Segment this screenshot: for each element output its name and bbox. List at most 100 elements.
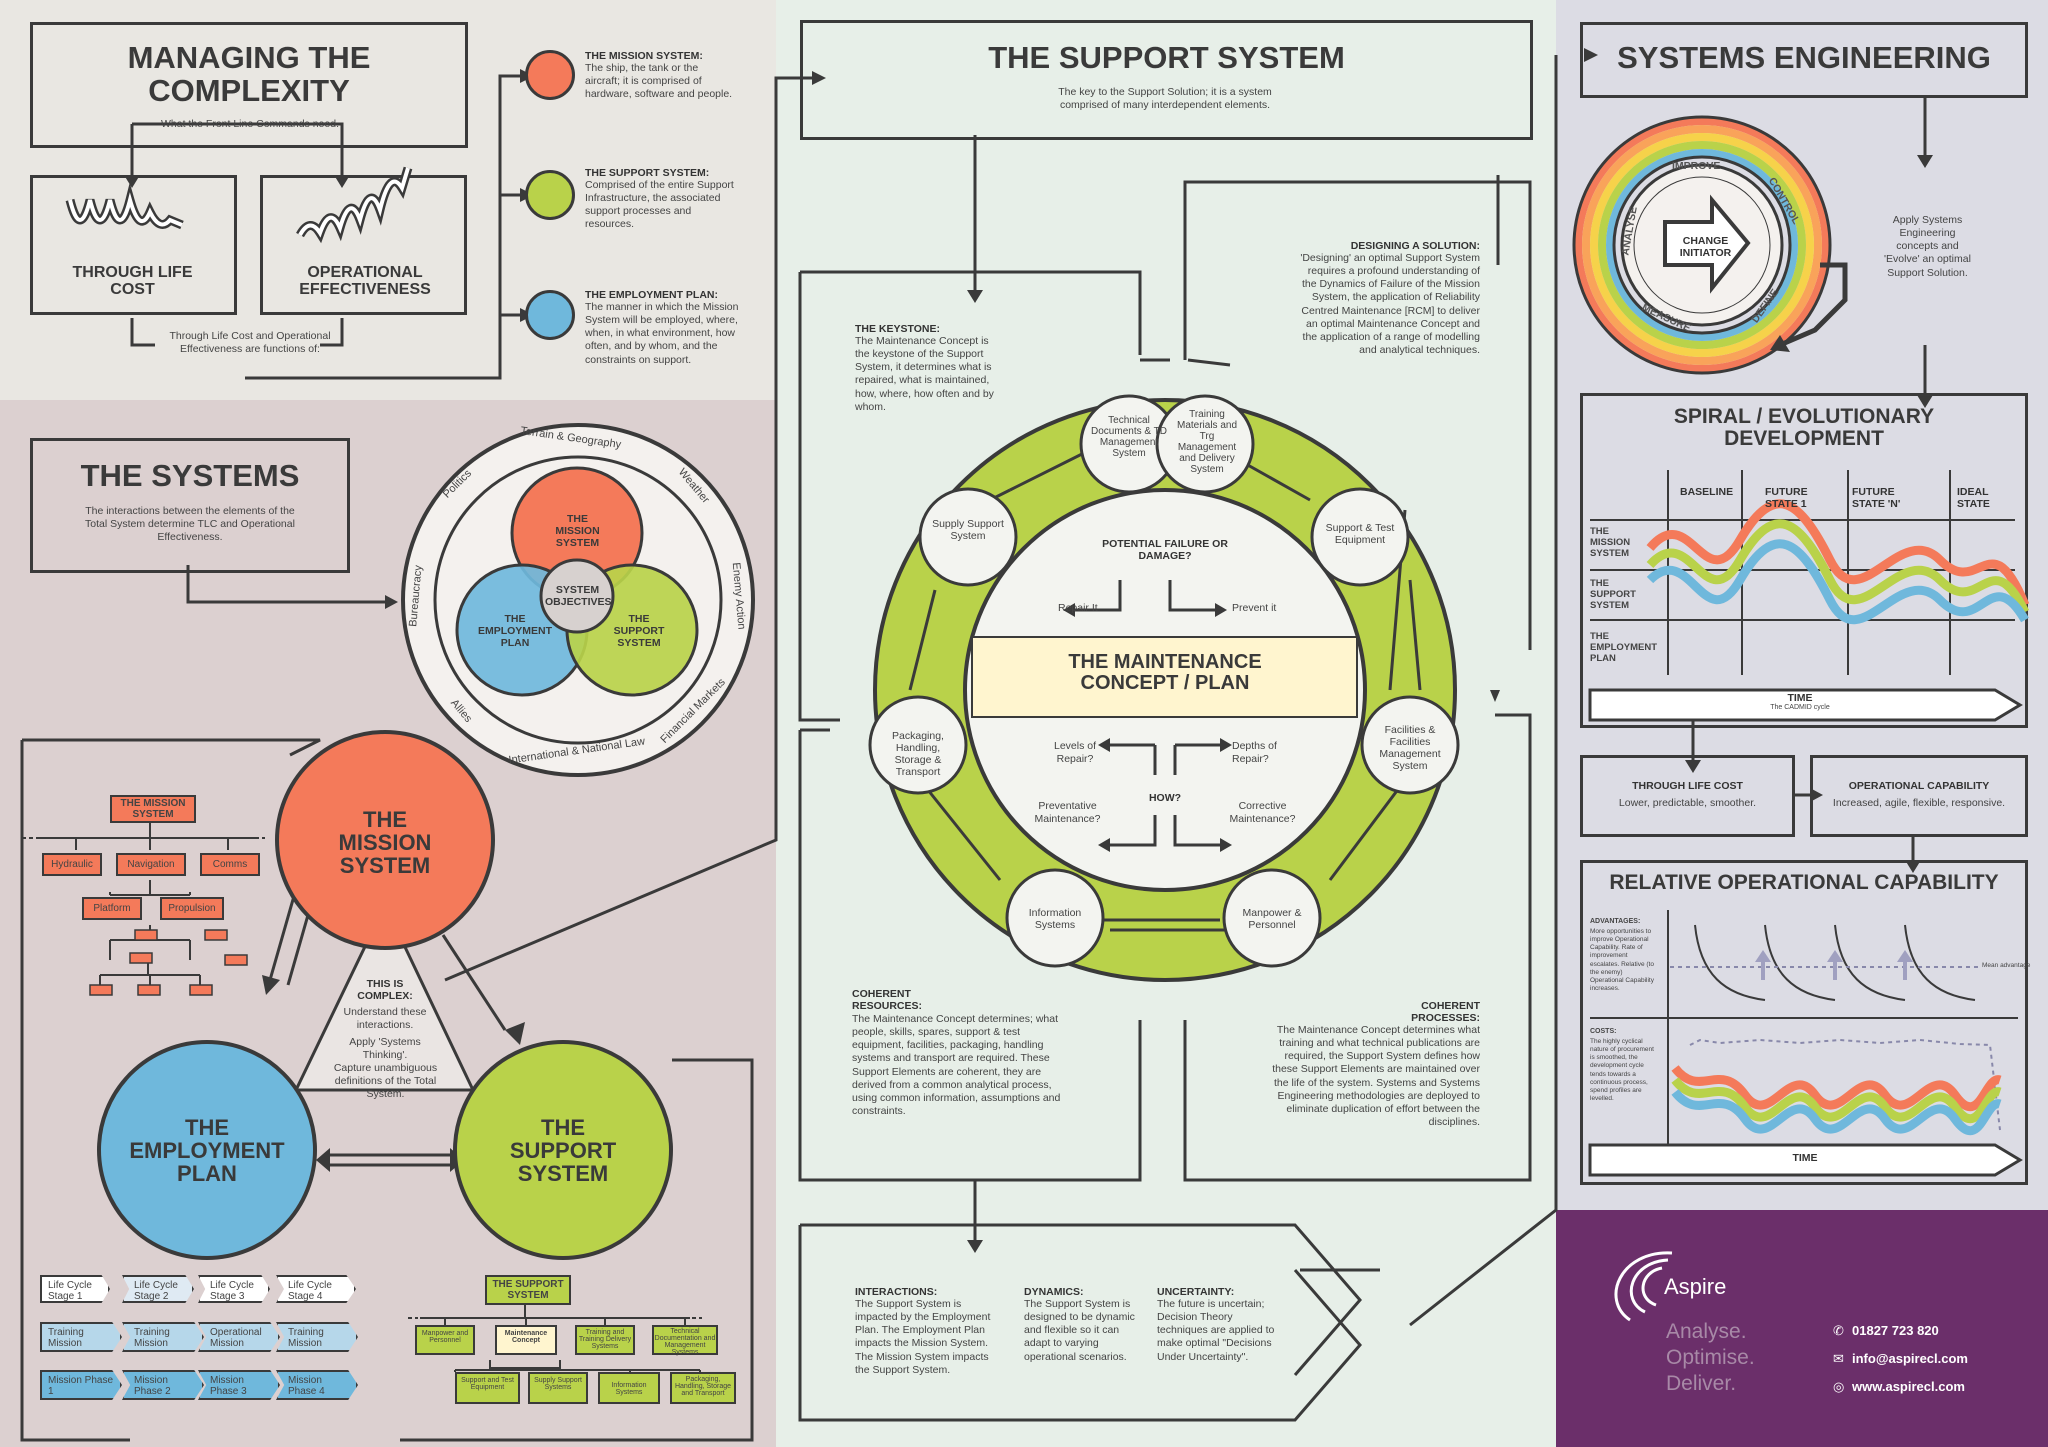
st-supply: Supply Support Systems — [528, 1372, 588, 1404]
brand-phone[interactable]: 01827 723 820 — [1852, 1323, 1939, 1338]
node-facilities: Facilities & Facilities Management Syste… — [1379, 724, 1441, 772]
roc-cost-text: The highly cyclical nature of procuremen… — [1590, 1038, 1654, 1102]
se-tlc-head: THROUGH LIFE COST — [1632, 780, 1743, 792]
st-training: Training and Training Delivery Systems — [575, 1325, 635, 1355]
support-dot-icon — [525, 170, 575, 220]
spiral-row-mission: THE MISSION SYSTEM — [1590, 526, 1631, 559]
big-mission-label: THE MISSION SYSTEM — [338, 807, 432, 879]
spiral-col-ideal: IDEAL STATE — [1957, 486, 1990, 510]
cycle-improve: IMPROVE — [1672, 160, 1721, 172]
item-mission-body: The ship, the tank or the aircraft; it i… — [585, 62, 733, 101]
how-label: HOW? — [1148, 792, 1182, 804]
st-maintenance: Maintenance Concept — [495, 1325, 557, 1355]
support-title: THE SUPPORT SYSTEM — [988, 40, 1345, 75]
corrective: Corrective Maintenance? — [1229, 800, 1296, 826]
spiral-col-futuren: FUTURE STATE 'N' — [1852, 486, 1901, 510]
uncertainty-text: The future is uncertain; Decision Theory… — [1157, 1298, 1275, 1363]
phase-3: Mission Phase 3 — [198, 1370, 280, 1400]
support-title-box — [800, 20, 1533, 140]
st-testequip: Support and Test Equipment — [455, 1372, 520, 1404]
support-subtitle: The key to the Support Solution; it is a… — [1058, 86, 1272, 112]
training-3: Operational Mission — [198, 1322, 280, 1352]
preventative: Preventative Maintenance? — [1034, 800, 1101, 826]
roc-cost-head: COSTS: — [1590, 1028, 1617, 1035]
brand-pane — [1556, 1210, 2048, 1447]
mission-tree-root: THE MISSION SYSTEM — [110, 795, 196, 823]
tlc-label: THROUGH LIFE COST — [72, 264, 193, 298]
node-manpower: Manpower & Personnel — [1242, 907, 1302, 931]
phone-icon: ✆ — [1833, 1323, 1844, 1338]
tree-navigation: Navigation — [116, 853, 186, 876]
lifecycle-1: Life Cycle Stage 1 — [40, 1275, 110, 1303]
depths-of-repair: Depths of Repair? — [1232, 740, 1277, 766]
functions-text: Through Life Cost and Operational Effect… — [169, 330, 331, 356]
item-mission-head: THE MISSION SYSTEM: — [585, 50, 703, 62]
se-apply-text: Apply Systems Engineering concepts and '… — [1884, 214, 1971, 279]
node-testequip: Support & Test Equipment — [1325, 522, 1395, 546]
big-employment-label: THE EMPLOYMENT PLAN — [129, 1115, 285, 1187]
spiral-row-employment: THE EMPLOYMENT PLAN — [1590, 631, 1658, 664]
resources-head: COHERENT RESOURCES: — [852, 988, 923, 1012]
prevent-it: Prevent it — [1232, 602, 1277, 614]
venn-mission-label: THE MISSION SYSTEM — [555, 513, 600, 549]
brand-tag-2: Optimise. — [1666, 1346, 1755, 1369]
st-techdoc: Technical Documentation and Management S… — [652, 1325, 718, 1356]
roc-adv-head: ADVANTAGES: — [1590, 918, 1641, 925]
repair-it: Repair It — [1058, 602, 1098, 614]
change-initiator: CHANGE INITIATOR — [1679, 235, 1732, 259]
brand-web[interactable]: www.aspirecl.com — [1852, 1379, 1965, 1394]
keystone-text: The Maintenance Concept is the keystone … — [855, 335, 994, 413]
uncertainty-head: UNCERTAINTY: — [1157, 1286, 1235, 1298]
node-info: Information Systems — [1028, 907, 1082, 931]
levels-of-repair: Levels of Repair? — [1053, 740, 1097, 766]
st-info: Information Systems — [598, 1372, 660, 1404]
resources-text: The Maintenance Concept determines; what… — [852, 1013, 1061, 1117]
roc-title: RELATIVE OPERATIONAL CAPABILITY — [1609, 871, 1999, 894]
potential-failure: POTENTIAL FAILURE OR DAMAGE? — [1102, 538, 1228, 562]
brand-name: Aspire — [1664, 1274, 1727, 1299]
roc-adv-text: More opportunities to improve Operationa… — [1590, 928, 1654, 992]
se-oc-text: Increased, agile, flexible, responsive. — [1832, 797, 2006, 809]
se-title: SYSTEMS ENGINEERING — [1617, 40, 1991, 75]
se-oc-head: OPERATIONAL CAPABILITY — [1848, 780, 1990, 792]
brand-email[interactable]: info@aspirecl.com — [1852, 1351, 1968, 1366]
systems-desc: The interactions between the elements of… — [85, 505, 295, 544]
support-tree-root: THE SUPPORT SYSTEM — [485, 1275, 571, 1305]
tree-propulsion: Propulsion — [160, 897, 224, 920]
processes-head: COHERENT PROCESSES: — [1411, 1000, 1480, 1024]
spiral-time: TIME — [1787, 692, 1813, 704]
item-employment-head: THE EMPLOYMENT PLAN: — [585, 289, 718, 301]
oe-label: OPERATIONAL EFFECTIVENESS — [299, 264, 431, 298]
spiral-title: SPIRAL / EVOLUTIONARY DEVELOPMENT — [1673, 405, 1935, 451]
node-training: Training Materials and Trg Management an… — [1176, 409, 1238, 475]
interactions-text: The Support System is impacted by the Em… — [855, 1298, 991, 1376]
oe-box — [260, 175, 467, 315]
design-text: 'Designing' an optimal Support System re… — [1300, 252, 1480, 356]
spiral-col-baseline: BASELINE — [1680, 486, 1734, 498]
web-icon: ◎ — [1833, 1379, 1845, 1394]
spiral-col-future1: FUTURE STATE 1 — [1765, 486, 1808, 510]
design-head: DESIGNING A SOLUTION: — [1350, 240, 1480, 252]
item-support-body: Comprised of the entire Support Infrastr… — [585, 179, 734, 231]
processes-text: The Maintenance Concept determines what … — [1272, 1024, 1480, 1128]
tree-comms: Comms — [200, 853, 260, 876]
item-support-head: THE SUPPORT SYSTEM: — [585, 167, 710, 179]
node-techdocs: Technical Documents & TD Management Syst… — [1091, 415, 1167, 459]
venn-support-label: THE SUPPORT SYSTEM — [613, 613, 665, 649]
roc-time: TIME — [1792, 1152, 1818, 1164]
st-packaging: Packaging, Handling, Storage and Transpo… — [670, 1372, 736, 1404]
spiral-cadmid: The CADMID cycle — [1770, 704, 1830, 711]
node-packaging: Packaging, Handling, Storage & Transport — [892, 730, 944, 778]
big-support-label: THE SUPPORT SYSTEM — [509, 1115, 617, 1187]
complexity-title-box — [30, 22, 468, 148]
spiral-box — [1580, 393, 2028, 728]
complex-line-1: Understand these interactions. — [343, 1006, 427, 1032]
complexity-subtitle: What the Front Line Commands need. — [160, 118, 339, 130]
